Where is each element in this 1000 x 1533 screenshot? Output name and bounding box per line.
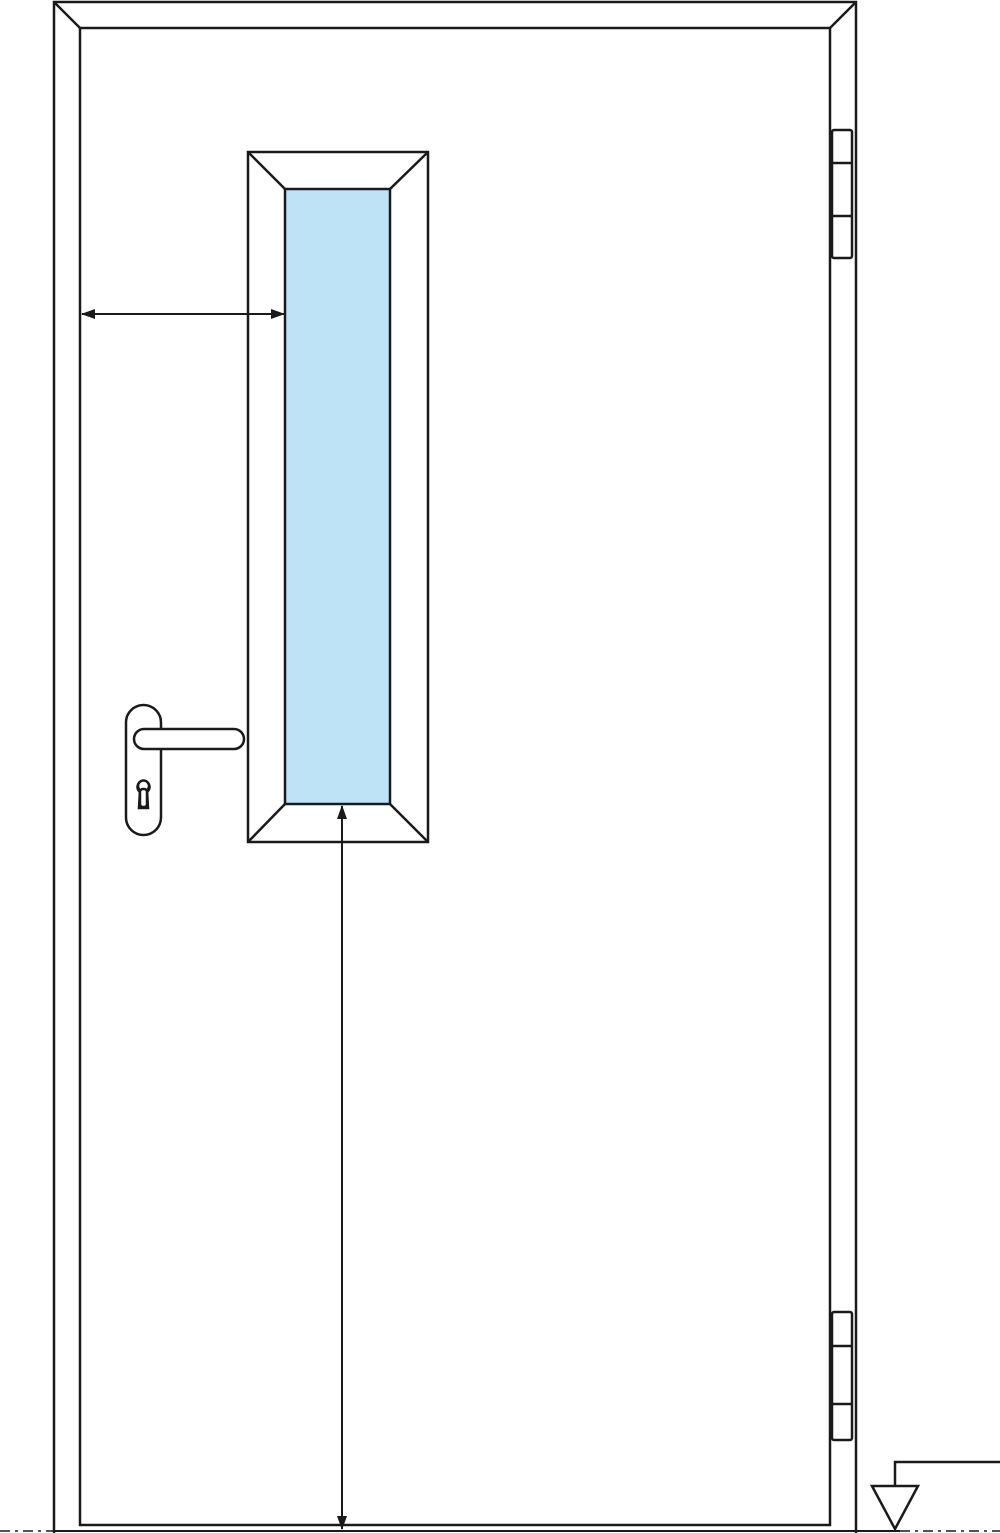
lever-handle-icon [124,703,246,837]
frame-miter-top-right [829,1,857,29]
panel-miter-br [389,803,429,843]
frame-outer-outline [52,0,858,1533]
level-marker-triangle-icon [869,1460,1000,1532]
vision-panel-glass [283,187,392,806]
handle-escutcheon [124,703,163,837]
vision-panel [246,150,430,844]
door-leaf [78,26,832,1527]
hinge-bottom [830,1310,854,1442]
panel-miter-bl [247,803,286,843]
level-marker-leader [893,1460,1000,1486]
level-marker-triangle [869,1484,921,1532]
keyhole-slot [138,787,149,809]
hinge-top [830,128,854,260]
dimension-lines [81,309,347,1530]
hinges [830,128,854,1442]
frame-miter-top-left [53,1,81,29]
panel-miter-tl [247,151,286,190]
panel-miter-tr [389,151,429,190]
handle-lever [132,727,246,751]
